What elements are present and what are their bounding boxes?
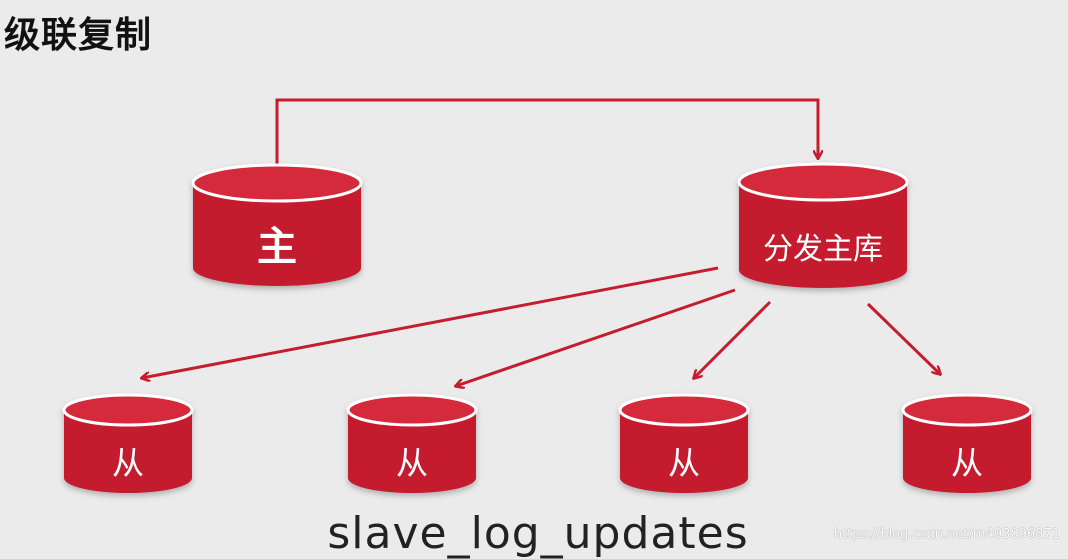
slave-label: 从 bbox=[396, 444, 428, 482]
master-database: 主 bbox=[191, 163, 363, 286]
distributor-to-slave-4-arrow bbox=[866, 302, 940, 374]
distributor-to-slave-2-arrow bbox=[456, 288, 736, 386]
master-label: 主 bbox=[257, 224, 297, 270]
watermark: https://blog.csdn.net/m493096871 bbox=[833, 527, 1060, 542]
master-to-distributor-arrow bbox=[275, 98, 818, 172]
distributor-database: 分发主库 bbox=[737, 162, 909, 288]
footer-caption: slave_log_updates bbox=[0, 508, 1068, 559]
slave-database-3: 从 bbox=[618, 393, 750, 493]
page-title: 级联复制 bbox=[4, 15, 153, 56]
distributor-to-slave-3-arrow bbox=[694, 300, 772, 378]
slave-database-4: 从 bbox=[901, 393, 1033, 493]
distributor-label: 分发主库 bbox=[763, 232, 883, 267]
slave-label: 从 bbox=[951, 444, 983, 482]
slave-label: 从 bbox=[668, 444, 700, 482]
slave-label: 从 bbox=[112, 444, 144, 482]
slave-database-2: 从 bbox=[346, 393, 478, 493]
footer-caption-text: slave_log_updates bbox=[327, 508, 749, 559]
distributor-to-slave-1-arrow bbox=[142, 266, 719, 378]
slave-database-1: 从 bbox=[62, 393, 194, 493]
